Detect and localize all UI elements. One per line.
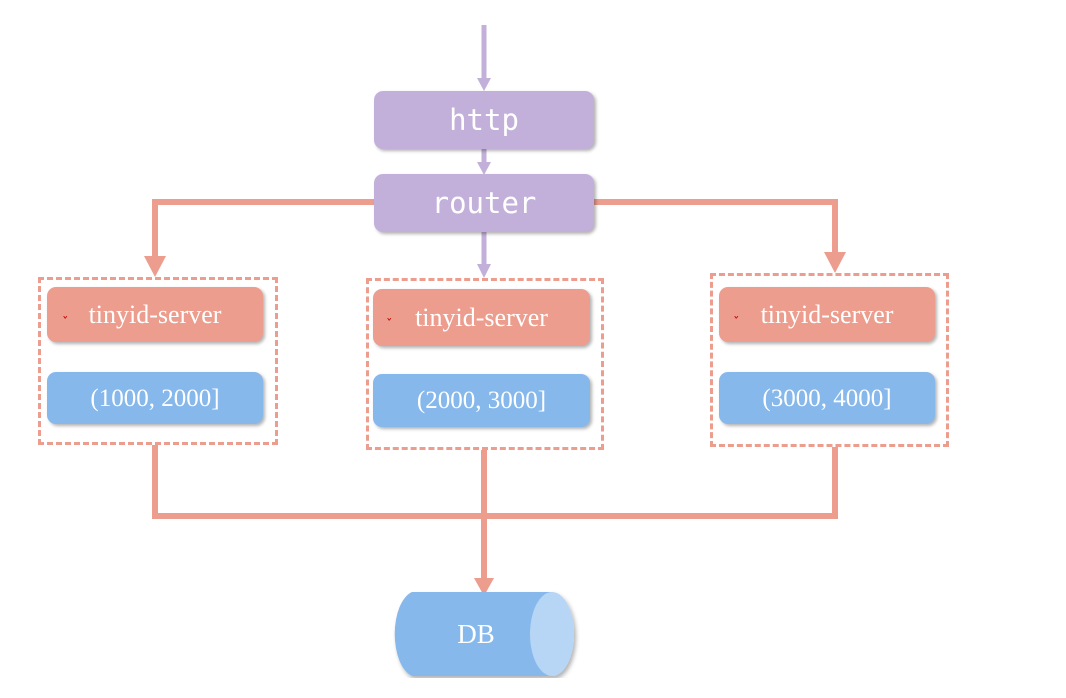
- http-to-router-arrow: [477, 149, 491, 175]
- router-to-server-3-arrow: [594, 199, 846, 273]
- node-tinyid-server-2[interactable]: tinyid-server: [373, 289, 590, 346]
- server-group-3[interactable]: [710, 273, 949, 447]
- router-to-server-1-arrow: [144, 199, 374, 277]
- node-http[interactable]: http: [374, 91, 594, 149]
- db-label: DB: [457, 618, 495, 649]
- db-cylinder-icon: [394, 592, 574, 676]
- servers-to-db-bus: [152, 445, 838, 596]
- node-db[interactable]: DB: [390, 590, 580, 678]
- node-id-range-2[interactable]: (2000, 3000]: [373, 374, 590, 427]
- node-id-range-3[interactable]: (3000, 4000]: [719, 372, 935, 424]
- node-id-range-1[interactable]: (1000, 2000]: [47, 372, 263, 424]
- node-router[interactable]: router: [374, 174, 594, 232]
- server-group-1[interactable]: [38, 277, 278, 445]
- node-tinyid-server-3[interactable]: tinyid-server: [719, 287, 935, 342]
- client-to-http-arrow: [477, 25, 491, 91]
- node-tinyid-server-1[interactable]: tinyid-server: [47, 287, 263, 342]
- server-group-2[interactable]: [366, 278, 604, 450]
- router-to-server-2-arrow: [477, 232, 491, 278]
